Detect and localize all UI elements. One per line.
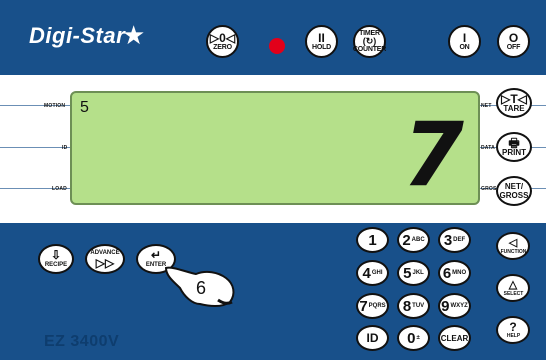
- tare-label: TARE: [503, 105, 524, 113]
- key-8-label: 8: [403, 299, 411, 314]
- select-label: SELECT: [504, 291, 524, 297]
- pause-icon: II: [318, 32, 325, 44]
- lcd-display: 5 7: [70, 91, 480, 205]
- key-2-letters: ABC: [412, 237, 425, 243]
- net-label: NET: [481, 103, 492, 109]
- key-7-letters: PQRS: [369, 303, 386, 309]
- key-3-label: 3: [444, 233, 452, 248]
- power-off-icon: O: [509, 32, 518, 44]
- power-on-icon: I: [463, 32, 466, 44]
- arrow-left-icon: ◁: [509, 238, 517, 249]
- enter-icon: ↵: [151, 249, 161, 261]
- load-label: LOAD: [52, 186, 67, 192]
- on-label: ON: [459, 44, 469, 51]
- id-label: ID: [62, 145, 67, 151]
- recipe-button[interactable]: ⇩ RECIPE: [38, 244, 74, 274]
- clear-key[interactable]: CLEAR: [438, 325, 471, 351]
- counter-label: COUNTER: [353, 46, 386, 53]
- clear-key-label: CLEAR: [441, 331, 469, 346]
- triangle-up-icon: △: [509, 280, 517, 291]
- print-button[interactable]: 🖶 PRINT: [496, 132, 532, 162]
- key-6[interactable]: 6 MNO: [438, 260, 471, 286]
- zero-icon: ▷0◁: [210, 32, 235, 44]
- key-4-letters: GHI: [372, 270, 383, 276]
- key-2[interactable]: 2 ABC: [397, 227, 430, 253]
- key-6-label: 6: [443, 266, 451, 281]
- select-button[interactable]: △ SELECT: [496, 274, 530, 302]
- model-name: EZ 3400V: [44, 333, 119, 351]
- key-0[interactable]: 0 ±: [397, 325, 430, 351]
- help-label: HELP: [507, 333, 520, 339]
- function-button[interactable]: ◁ FUNCTION: [496, 232, 530, 260]
- key-5-label: 5: [403, 266, 411, 281]
- key-9[interactable]: 9 WXYZ: [438, 293, 471, 319]
- net-gross-button[interactable]: NET/ GROSS: [496, 176, 532, 206]
- key-0-label: 0: [407, 331, 415, 346]
- key-6-letters: MNO: [452, 270, 466, 276]
- on-button[interactable]: I ON: [448, 25, 481, 58]
- key-7-label: 7: [359, 299, 367, 314]
- help-button[interactable]: ? HELP: [496, 316, 530, 344]
- key-3-letters: DEF: [453, 237, 465, 243]
- function-label: FUNCTION: [501, 249, 527, 255]
- id-key-label: ID: [367, 331, 379, 346]
- lcd-main-value: 7: [403, 111, 464, 199]
- lcd-small-value: 5: [80, 99, 89, 117]
- key-8[interactable]: 8 TUV: [397, 293, 430, 319]
- timer-icon: (↻): [363, 37, 377, 46]
- id-key[interactable]: ID: [356, 325, 389, 351]
- callout-number: 6: [196, 278, 206, 299]
- zero-button[interactable]: ▷0◁ ZERO: [206, 25, 239, 58]
- off-label: OFF: [507, 44, 520, 51]
- key-1[interactable]: 1: [356, 227, 389, 253]
- print-label: PRINT: [502, 149, 526, 157]
- key-1-label: 1: [368, 233, 376, 248]
- star-icon: ★: [122, 20, 145, 51]
- motion-label: MOTION: [44, 103, 65, 109]
- key-9-label: 9: [441, 299, 449, 314]
- key-4[interactable]: 4 GHI: [356, 260, 389, 286]
- key-4-label: 4: [362, 266, 370, 281]
- recipe-icon: ⇩: [51, 249, 61, 261]
- key-8-letters: TUV: [412, 303, 424, 309]
- net-gross-label: NET/ GROSS: [500, 182, 529, 200]
- top-bar: Digi-Star ★ ▷0◁ ZERO II HOLD TIMER (↻) C…: [0, 0, 546, 75]
- timer-counter-button[interactable]: TIMER (↻) COUNTER: [353, 25, 386, 58]
- key-5[interactable]: 5 JKL: [397, 260, 430, 286]
- key-7[interactable]: 7 PQRS: [356, 293, 389, 319]
- tare-button[interactable]: ▷T◁ TARE: [496, 88, 532, 118]
- zero-label: ZERO: [213, 44, 232, 51]
- hold-button[interactable]: II HOLD: [305, 25, 338, 58]
- key-2-label: 2: [402, 233, 410, 248]
- key-0-sign: ±: [417, 335, 420, 341]
- brand-logo: Digi-Star: [29, 23, 125, 49]
- key-3[interactable]: 3 DEF: [438, 227, 471, 253]
- off-button[interactable]: O OFF: [497, 25, 530, 58]
- recipe-label: RECIPE: [45, 261, 67, 269]
- question-icon: ?: [509, 321, 516, 333]
- advance-button[interactable]: ADVANCE ▷▷: [85, 244, 125, 274]
- status-led: [269, 38, 285, 54]
- hold-label: HOLD: [312, 44, 331, 51]
- key-5-letters: JKL: [413, 270, 424, 276]
- data-label: DATA: [481, 145, 495, 151]
- key-9-letters: WXYZ: [451, 303, 468, 309]
- fast-forward-icon: ▷▷: [96, 257, 114, 269]
